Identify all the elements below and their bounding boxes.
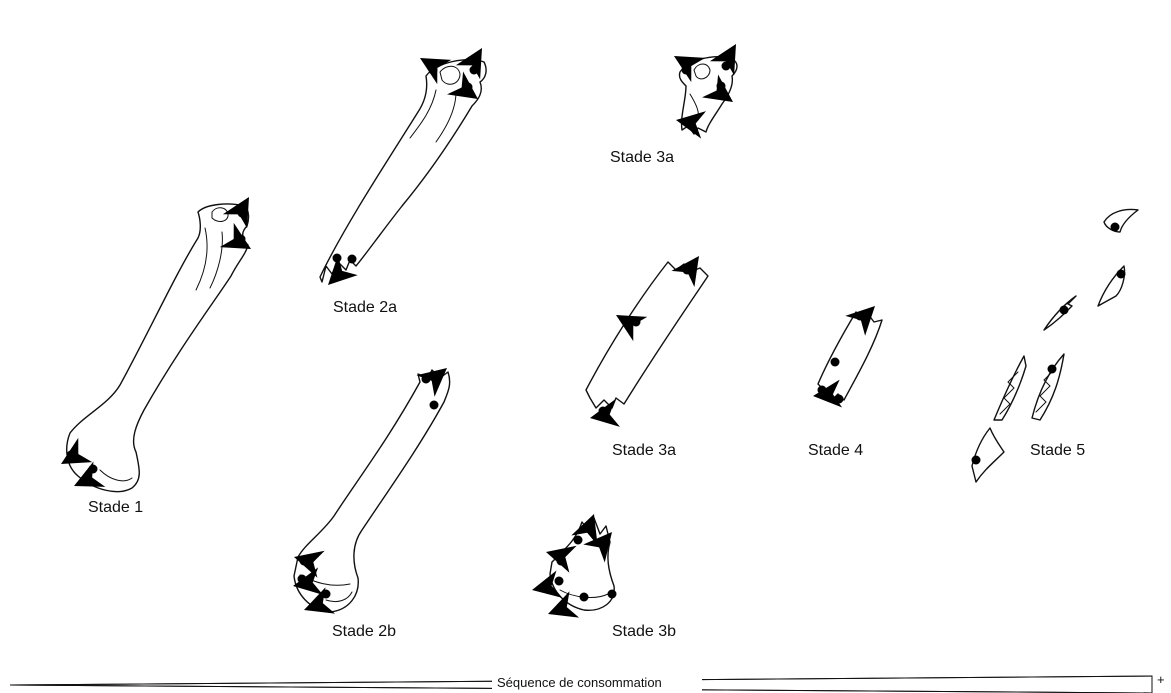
stage-5-fragments: [971, 208, 1139, 483]
tooth-mark: [971, 455, 981, 465]
tooth-mark: [607, 589, 617, 599]
stage-2b-bone: [293, 369, 451, 613]
tooth-mark: [1047, 364, 1057, 374]
stage-4-label: Stade 4: [808, 442, 863, 459]
stage-3-label: Stade 3a: [612, 442, 676, 459]
stage-2a-label: Stade 2a: [333, 299, 397, 316]
tooth-mark: [429, 400, 439, 410]
stage-5-label: Stade 5: [1030, 442, 1085, 459]
axis-label: Séquence de consommation: [497, 675, 662, 690]
consumption-sequence-axis: [9, 674, 1153, 693]
stage-2b-label: Stade 2b: [332, 623, 396, 640]
tooth-mark: [573, 535, 583, 545]
tooth-mark: [1110, 222, 1120, 232]
stage-1-label: Stade 1: [88, 499, 143, 516]
tooth-mark: [347, 254, 357, 264]
tooth-mark: [830, 357, 840, 367]
tooth-mark: [1116, 269, 1126, 279]
tooth-mark: [1059, 305, 1069, 315]
tooth-mark: [579, 592, 589, 602]
stage-3b-label: Stade 3b: [612, 623, 676, 640]
tooth-mark: [554, 576, 564, 586]
axis-end-marker: +: [1157, 672, 1165, 687]
stage-3a-label: Stade 3a: [610, 149, 674, 166]
stage-3-bone: [585, 261, 709, 416]
